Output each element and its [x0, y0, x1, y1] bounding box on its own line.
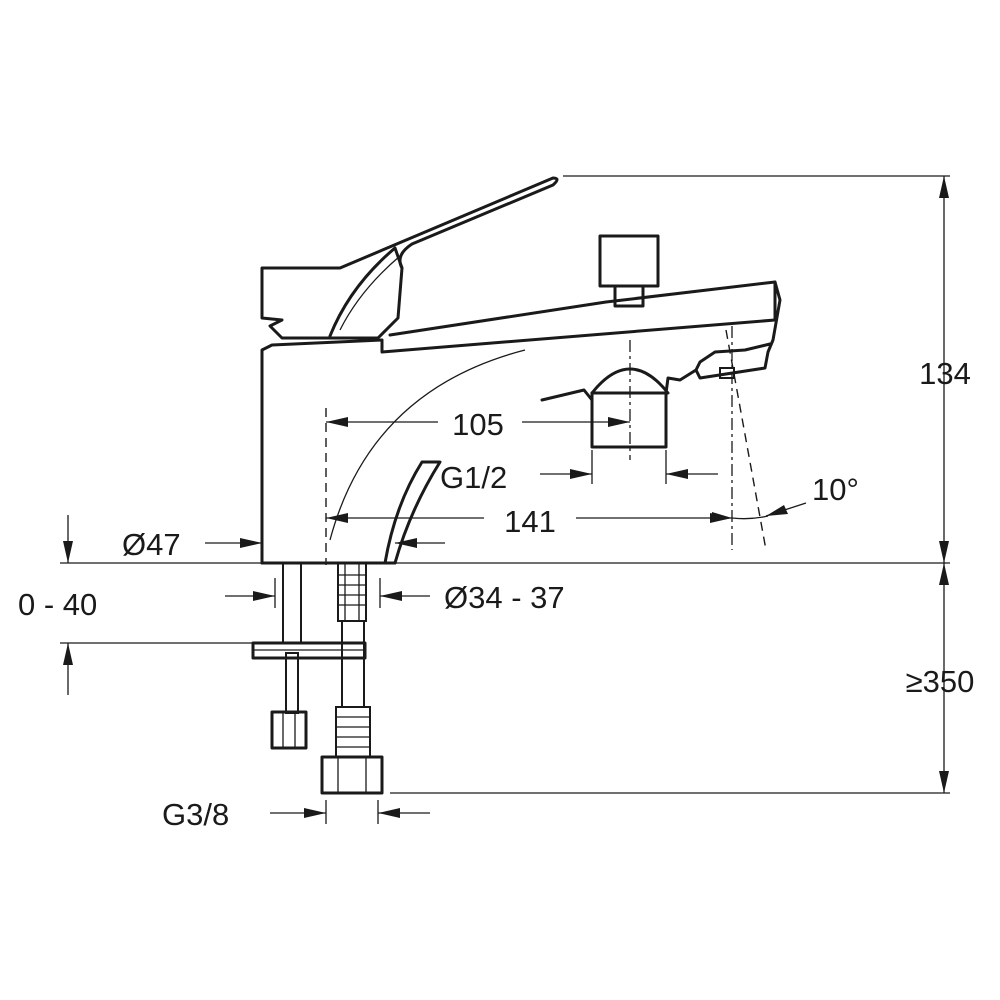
dim-diverter-thread-label: G1/2	[440, 460, 507, 495]
supply-hose	[320, 562, 384, 795]
dim-hole-diameter-label: Ø34 - 37	[444, 580, 565, 615]
dim-base-diameter	[205, 538, 445, 548]
dim-spout-angle-label: 10°	[812, 472, 859, 507]
dim-spout-offset-label: 105	[452, 407, 504, 442]
spout-inner-curve	[329, 349, 526, 541]
dim-hole-diameter	[225, 578, 430, 608]
dim-deck-thickness-label: 0 - 40	[18, 587, 97, 622]
diverter-knob	[598, 234, 660, 308]
diverter-cylinder	[590, 340, 668, 460]
spout-axis-angled	[725, 329, 767, 551]
dim-spout-offset	[326, 417, 630, 427]
dim-supply-thread	[270, 800, 430, 824]
mounting-stud	[270, 562, 308, 750]
dim-spout-reach	[326, 513, 732, 523]
lever-handle	[260, 176, 559, 340]
dim-height-label: 134	[919, 356, 971, 391]
mounting-plate	[251, 641, 367, 660]
dim-spout-reach-label: 141	[504, 504, 556, 539]
dim-base-diameter-label: Ø47	[122, 527, 181, 562]
dim-height	[563, 175, 950, 563]
dim-deck-thickness	[60, 515, 252, 695]
dim-diverter-thread	[540, 450, 718, 484]
dim-supply-thread-label: G3/8	[162, 797, 229, 832]
dim-hose-length	[390, 563, 950, 794]
dim-hose-length-label: ≥350	[906, 664, 975, 699]
